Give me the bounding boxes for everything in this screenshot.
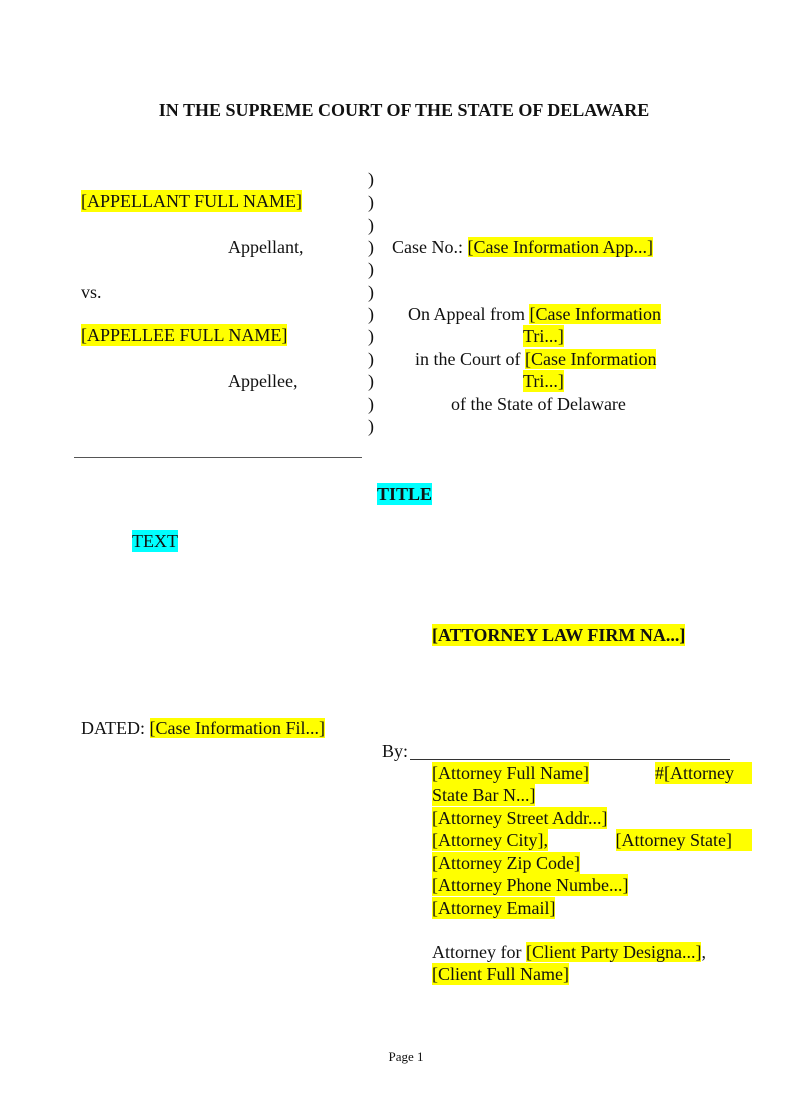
court-of-line: in the Court of [Case Information — [415, 348, 657, 370]
dated-field[interactable]: [Case Information Fil...] — [149, 718, 325, 738]
bar-number-field[interactable]: #[Attorney — [655, 762, 752, 784]
caption-paren: ) — [368, 349, 374, 369]
caption-paren: ) — [368, 237, 374, 257]
appeal-from-field[interactable]: [Case Information — [529, 304, 661, 324]
attorney-city-state-line: [Attorney City], [Attorney State] — [432, 829, 752, 851]
comma-text: , — [701, 942, 706, 962]
dated-label: DATED: — [81, 718, 145, 738]
document-title[interactable]: TITLE — [377, 483, 433, 505]
caption-paren: ) — [368, 394, 374, 414]
attorney-for-label: Attorney for — [432, 942, 522, 962]
attorney-name-line: [Attorney Full Name] #[Attorney — [432, 762, 752, 784]
attorney-name-field[interactable]: [Attorney Full Name] — [432, 762, 589, 784]
caption-paren: ) — [368, 304, 374, 324]
appellant-label: Appellant, — [228, 237, 304, 257]
client-designation-field[interactable]: [Client Party Designa...] — [525, 942, 702, 962]
law-firm-name-field[interactable]: [ATTORNEY LAW FIRM NA...] — [432, 624, 686, 646]
appeal-from-line: On Appeal from [Case Information — [408, 303, 661, 325]
case-number-line: Case No.: [Case Information App...] — [392, 236, 653, 258]
attorney-for-line: Attorney for [Client Party Designa...], — [432, 941, 706, 963]
case-number-label: Case No.: — [392, 237, 463, 257]
caption-paren: ) — [368, 371, 374, 391]
attorney-phone-field[interactable]: [Attorney Phone Numbe...] — [432, 874, 629, 896]
court-heading: IN THE SUPREME COURT OF THE STATE OF DEL… — [158, 100, 650, 120]
attorney-zip-field[interactable]: [Attorney Zip Code] — [432, 852, 580, 874]
appellant-name-field[interactable]: [APPELLANT FULL NAME] — [81, 190, 302, 212]
caption-divider — [74, 457, 362, 458]
case-number-field[interactable]: [Case Information App...] — [467, 237, 653, 257]
state-line: of the State of Delaware — [451, 394, 626, 414]
document-body-text[interactable]: TEXT — [132, 530, 178, 552]
appellee-label: Appellee, — [228, 371, 298, 391]
attorney-city-field[interactable]: [Attorney City], — [432, 829, 548, 851]
appeal-from-label: On Appeal from — [408, 304, 525, 324]
caption-paren: ) — [368, 326, 374, 346]
attorney-street-field[interactable]: [Attorney Street Addr...] — [432, 807, 608, 829]
appellee-name-field[interactable]: [APPELLEE FULL NAME] — [81, 324, 288, 346]
client-name-field[interactable]: [Client Full Name] — [432, 963, 569, 985]
caption-paren: ) — [368, 215, 374, 235]
court-of-field-continued[interactable]: Tri...] — [523, 370, 564, 392]
caption-paren: ) — [368, 259, 374, 279]
court-of-field[interactable]: [Case Information — [525, 349, 657, 369]
versus-label: vs. — [81, 282, 102, 302]
attorney-email-field[interactable]: [Attorney Email] — [432, 897, 556, 919]
caption-paren: ) — [368, 169, 374, 189]
page-number: Page 1 — [388, 1049, 424, 1064]
appeal-from-field-continued[interactable]: Tri...] — [523, 325, 564, 347]
attorney-state-field[interactable]: [Attorney State] — [615, 829, 752, 851]
bar-number-field-continued[interactable]: State Bar N...] — [432, 784, 536, 806]
signature-line[interactable] — [410, 759, 730, 760]
dated-line: DATED: [Case Information Fil...] — [81, 717, 325, 739]
caption-paren: ) — [368, 282, 374, 302]
by-label: By: — [382, 741, 409, 761]
court-of-label: in the Court of — [415, 349, 521, 369]
caption-paren: ) — [368, 416, 374, 436]
caption-paren: ) — [368, 192, 374, 212]
